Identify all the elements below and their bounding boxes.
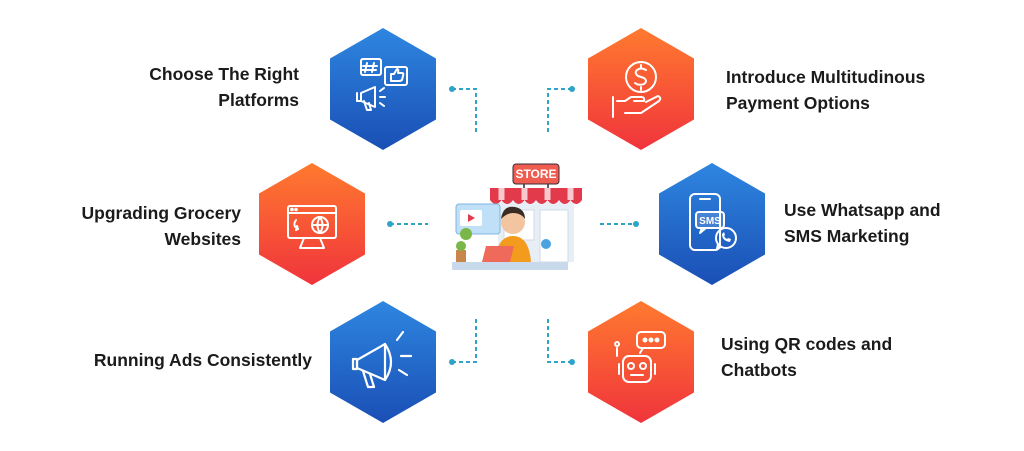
label-whatsapp: Use Whatsapp and SMS Marketing bbox=[784, 197, 941, 249]
hexagon-ads bbox=[330, 301, 436, 423]
label-qr-line-1: Using QR codes and bbox=[721, 334, 893, 354]
label-ads-line-1: Running Ads Consistently bbox=[93, 350, 312, 370]
money-hand-icon bbox=[612, 61, 662, 118]
hexagon-qr bbox=[588, 301, 694, 423]
label-platforms-line-1: Choose The Right bbox=[149, 64, 299, 84]
laptop bbox=[482, 246, 514, 262]
connector-dots bbox=[387, 86, 639, 365]
label-websites: Upgrading Grocery Websites bbox=[82, 200, 241, 252]
megaphone-icon bbox=[351, 330, 413, 389]
hashtag-like-megaphone-icon bbox=[356, 58, 408, 111]
connector-qr bbox=[547, 318, 572, 363]
label-qr-line-2: Chatbots bbox=[721, 360, 797, 380]
center-store-illustration: STORE bbox=[452, 163, 582, 270]
label-payment-line-1: Introduce Multitudinous bbox=[726, 67, 926, 87]
connector-ads bbox=[452, 318, 477, 363]
hexagon-websites bbox=[259, 163, 365, 285]
store-sign-text: STORE bbox=[515, 167, 556, 181]
label-websites-line-1: Upgrading Grocery bbox=[81, 203, 241, 223]
sms-icon-text: SMS bbox=[699, 216, 721, 227]
label-payment: Introduce Multitudinous Payment Options bbox=[726, 64, 925, 116]
website-monitor-icon bbox=[287, 205, 337, 249]
label-whatsapp-line-2: SMS Marketing bbox=[784, 226, 910, 246]
store-sign bbox=[512, 163, 560, 185]
phone-sms-icon bbox=[689, 193, 737, 251]
label-payment-line-2: Payment Options bbox=[726, 93, 870, 113]
label-platforms-line-2: Platforms bbox=[218, 90, 299, 110]
chatbot-icon bbox=[614, 331, 666, 383]
hexagon-payment bbox=[588, 28, 694, 150]
hexagon-platforms bbox=[330, 28, 436, 150]
hexagon-whatsapp: SMS bbox=[659, 163, 765, 285]
label-platforms: Choose The Right Platforms bbox=[149, 61, 299, 113]
store-counter bbox=[452, 262, 568, 270]
label-qr: Using QR codes and Chatbots bbox=[721, 331, 892, 383]
label-ads: Running Ads Consistently bbox=[94, 347, 312, 373]
label-websites-line-2: Websites bbox=[164, 229, 241, 249]
connector-payment bbox=[547, 88, 572, 132]
connector-platforms bbox=[452, 88, 477, 132]
connectors bbox=[390, 88, 636, 363]
label-whatsapp-line-1: Use Whatsapp and bbox=[784, 200, 941, 220]
store-awning bbox=[490, 188, 582, 204]
